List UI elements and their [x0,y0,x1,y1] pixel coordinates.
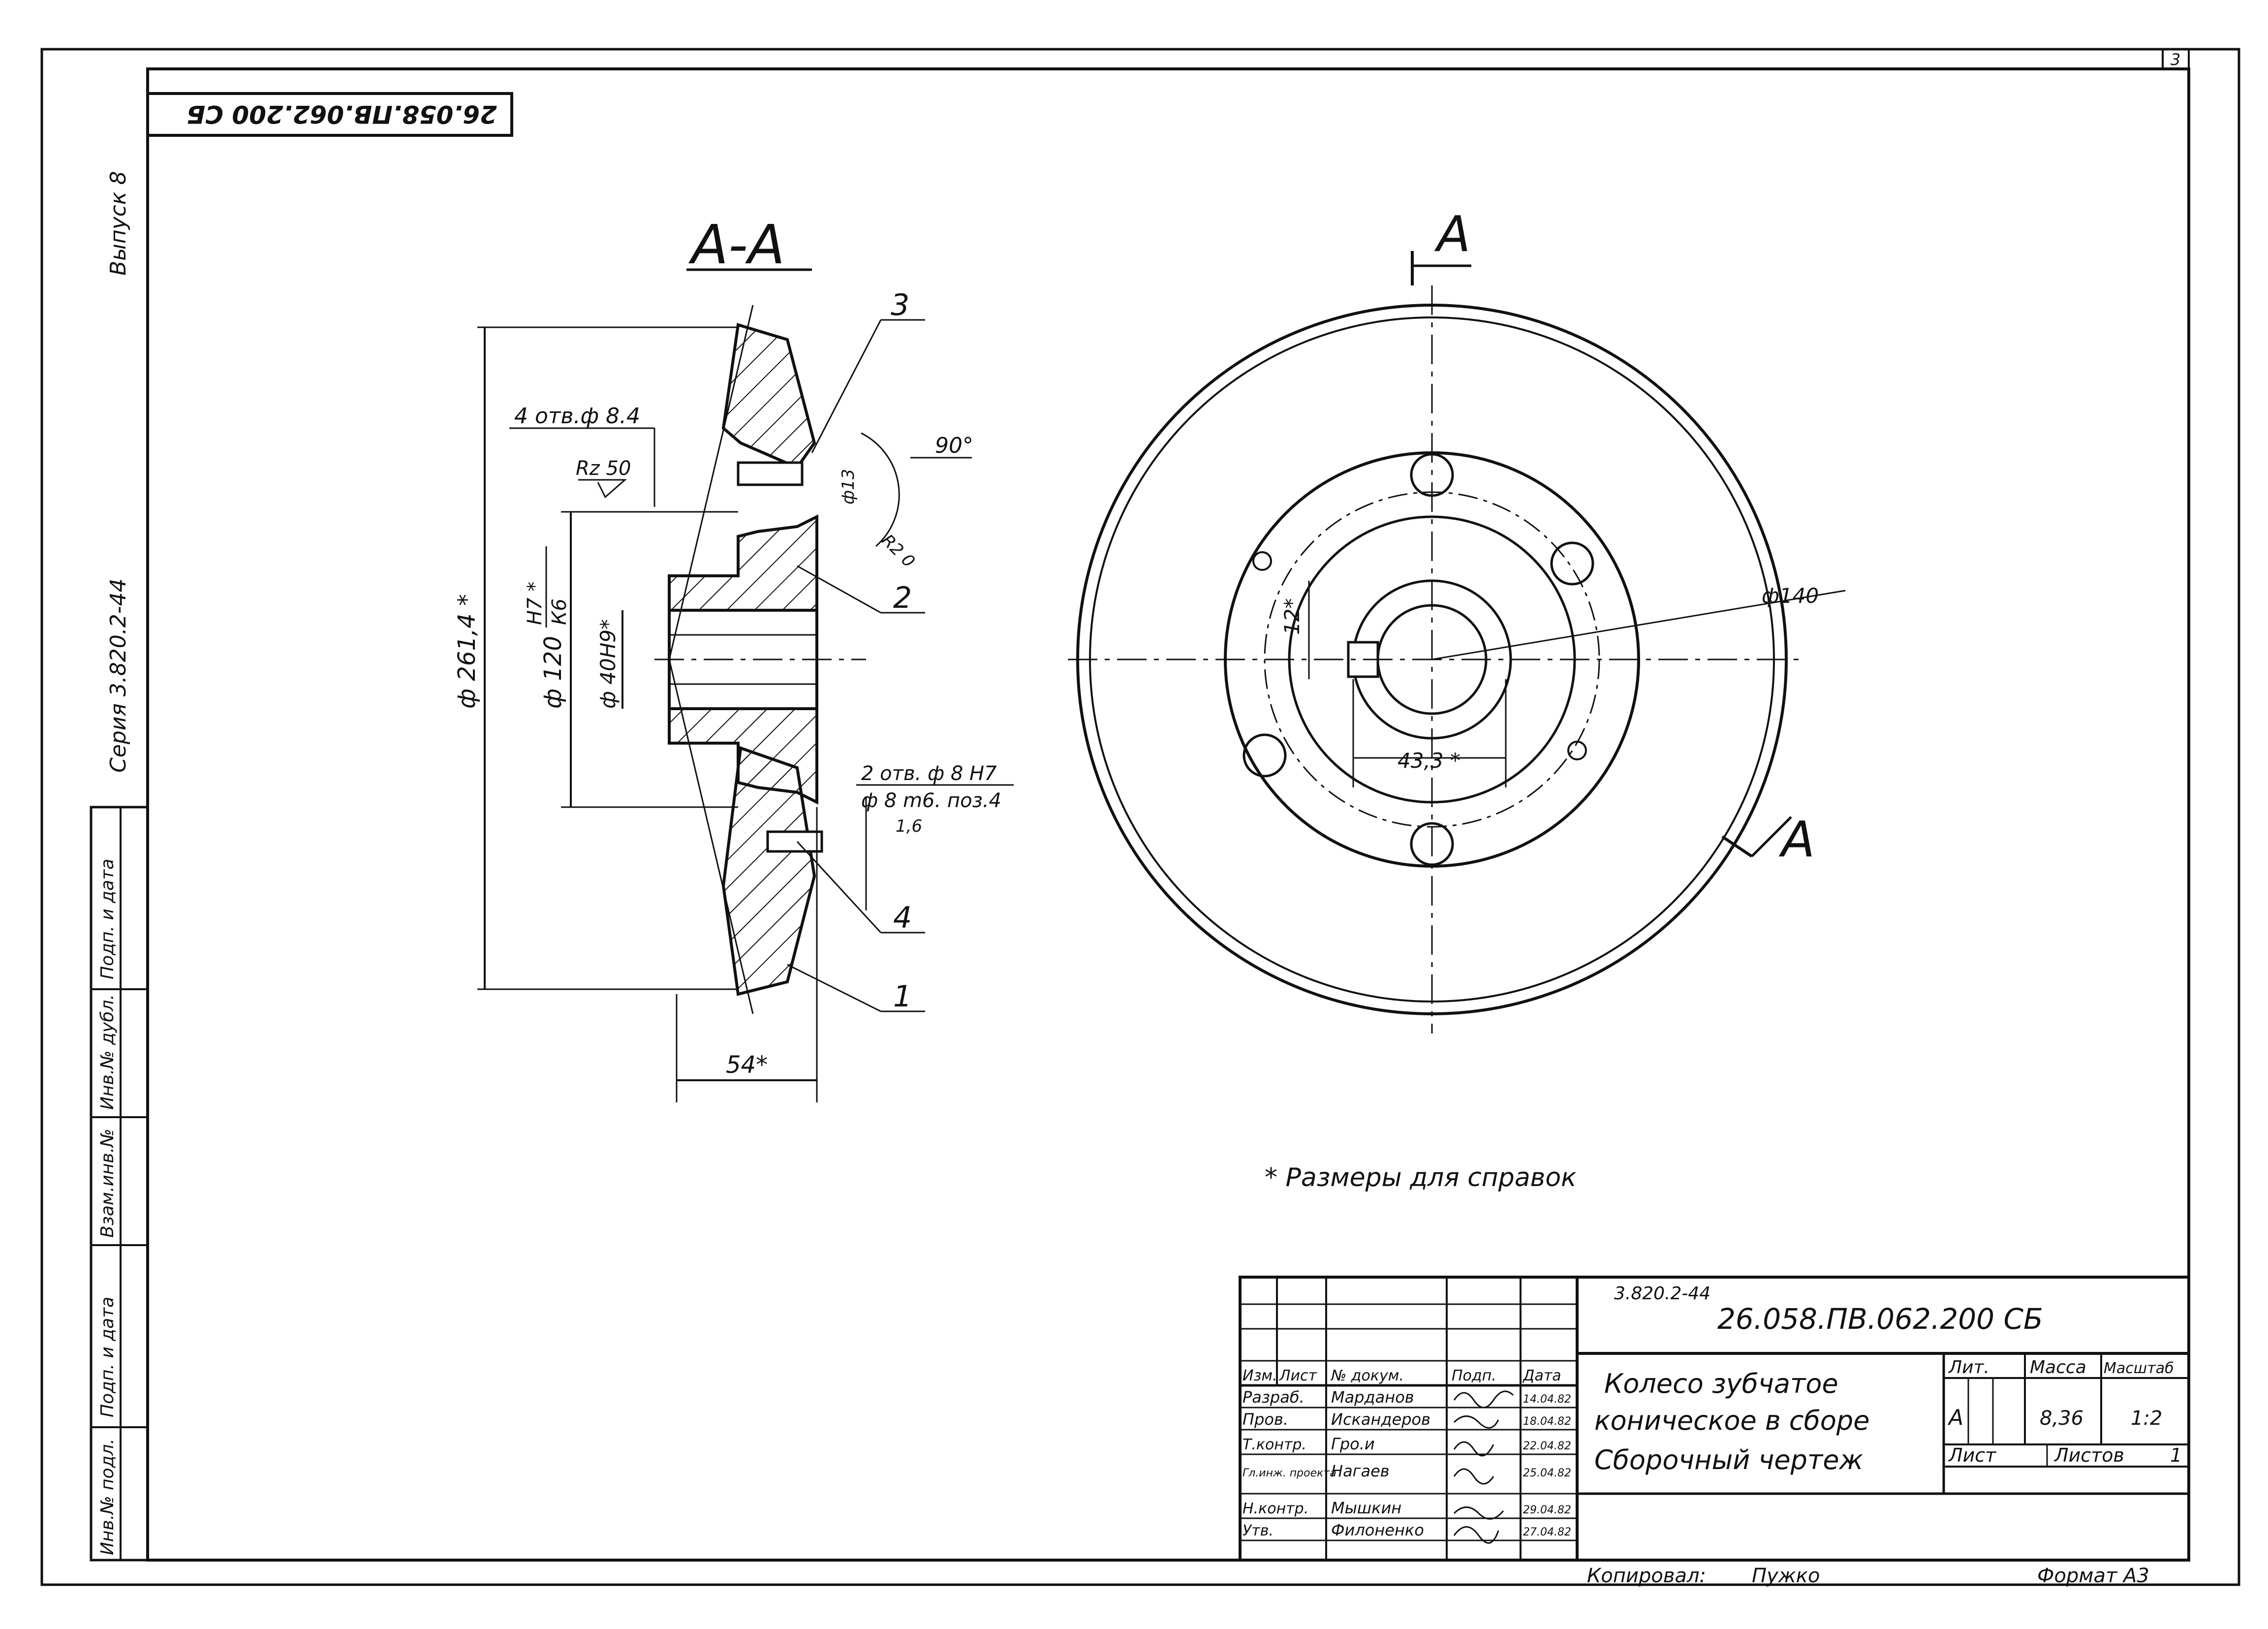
hdr-izm: Изм. [1243,1367,1277,1384]
sheet-number-box [2162,48,2190,70]
callout-3: 3 [891,288,909,322]
callout-4: 4 [893,901,912,935]
dim-key-depth: 43,3 * [1398,749,1460,773]
title-line-1: Колесо зубчатое [1604,1368,1838,1399]
dim-fit-num: Н7 * [524,582,546,625]
margin-cell-1: Подп. и дата [97,859,118,979]
sheets-value: 1 [2170,1444,2182,1466]
margin-cell-5: Инв.№ подл. [97,1439,118,1555]
row-date: 18.04.82 [1523,1415,1571,1428]
sheet-label: Лист [1948,1444,1997,1466]
row-date: 22.04.82 [1523,1440,1571,1452]
dim-outer-diameter: ф 261,4 * [453,594,481,709]
dim-angle: 90° [935,433,973,458]
mass-value: 8,36 [2040,1407,2083,1430]
hdr-doc: № докум. [1330,1367,1404,1384]
scale-label: Масштаб [2104,1360,2174,1377]
pin-lower [766,830,823,853]
dim-small-dia: ф13 [839,469,858,504]
row-date: 27.04.82 [1523,1526,1571,1538]
section-mark-top: А [1434,205,1470,263]
dim-bolt-circle: ф140 [1762,584,1819,608]
dim-fit-den: К6 [548,598,571,625]
row-role: Гл.инж. проекта [1243,1467,1336,1479]
hub-lower [668,707,818,805]
issue-label: Выпуск 8 [106,171,131,276]
signature [1453,1506,1504,1520]
pin-hole-1 [1252,551,1272,571]
signature [1453,1468,1494,1485]
row-role: Т.контр. [1243,1436,1306,1453]
mass-label: Масса [2030,1357,2086,1378]
row-role: Утв. [1243,1522,1274,1539]
bolt-hole-2 [1550,541,1594,586]
copied-by-name: Пужко [1752,1565,1820,1587]
row-role: Пров. [1243,1410,1288,1429]
row-name: Мышкин [1331,1499,1401,1517]
bolt-upper [737,461,804,486]
section-label: А-А [688,213,785,276]
dim-bore-fit: ф 120 [539,636,567,709]
top-stamp: 26.058.ПВ.062.200 СБ [146,92,513,137]
title-line-2: коническое в сборе [1594,1405,1869,1436]
margin-cell-3: Взам.инв.№ [97,1128,118,1238]
front-view: А А ф140 12* 43,3 * [1068,205,1846,1034]
row-role: Н.контр. [1243,1500,1308,1517]
sheet-number: 3 [2171,50,2180,69]
row-name: Гро.и [1331,1435,1375,1453]
gear-rim-upper [721,323,816,470]
signature [1453,1390,1514,1409]
hdr-list: Лист [1279,1367,1318,1384]
title-block: Изм. Лист № докум. Подп. Дата Разраб. Ма… [1239,1276,2190,1562]
series-label: Серия 3.820.2-44 [106,578,131,773]
format-label: Формат А3 [2037,1565,2149,1587]
reference-note: * Размеры для справок [1265,1163,1577,1192]
margin-cell-2: Инв.№ дубл. [97,994,118,1110]
lit-value: А [1947,1405,1963,1430]
dim-width: 54* [726,1051,768,1079]
dim-holes-4: 4 отв.ф 8.4 [514,404,640,429]
doc-code: 26.058.ПВ.062.200 СБ [1717,1302,2043,1336]
hdr-sign: Подп. [1452,1367,1496,1384]
dim-radius: R2 0 [878,531,919,571]
dim-roughness: Rz 50 [576,457,631,480]
row-role: Разраб. [1243,1388,1305,1407]
callout-1: 1 [893,979,912,1014]
dim-key-width: 12* [1280,598,1304,635]
dim-holes-2-a: 2 отв. ф 8 Н7 [861,762,997,785]
row-name: Нагаев [1331,1462,1390,1480]
title-line-3: Сборочный чертеж [1594,1444,1864,1475]
lit-label: Лит. [1948,1357,1989,1378]
pin-hole-2 [1567,741,1587,760]
sheet-outer-frame [40,48,2240,1586]
row-date: 29.04.82 [1523,1504,1571,1516]
dim-roughness-2: 1,6 [896,816,922,836]
left-margin: Выпуск 8 Серия 3.820.2-44 Подп. и дата И… [90,171,149,1562]
section-view: А-А ф 261,4 * ф [453,213,1014,1102]
scale-value: 1:2 [2131,1407,2162,1430]
dim-hub-bore: ф 40Н9* [596,619,620,709]
bolt-hole-4 [1243,733,1287,778]
row-name: Марданов [1331,1388,1414,1407]
signature [1453,1415,1499,1429]
sheet-inner-frame [146,67,2190,1562]
callout-2: 2 [893,581,912,615]
copied-by-label: Копировал: [1587,1565,1706,1587]
signature [1453,1526,1499,1544]
margin-cell-4: Подп. и дата [97,1297,118,1417]
signature [1453,1441,1494,1457]
row-name: Искандеров [1331,1410,1430,1429]
series-code: 3.820.2-44 [1614,1284,1710,1304]
top-stamp-text: 26.058.ПВ.062.200 СБ [186,100,497,128]
dim-holes-2-b: ф 8 m6. поз.4 [861,789,1001,812]
row-name: Филоненко [1331,1521,1424,1539]
section-mark-bottom: А [1778,811,1815,868]
row-date: 25.04.82 [1523,1467,1571,1479]
row-date: 14.04.82 [1523,1393,1571,1406]
sheets-label: Листов [2053,1444,2124,1466]
hdr-date: Дата [1522,1367,1561,1384]
